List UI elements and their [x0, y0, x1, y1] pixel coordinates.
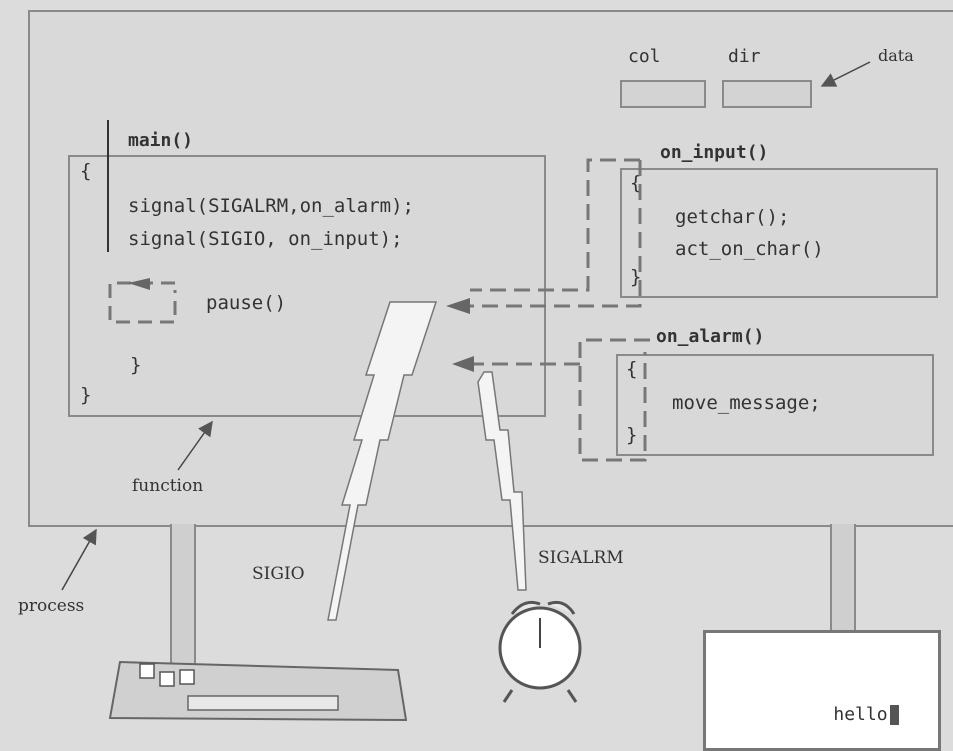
- process-pointer-arrow: [62, 530, 96, 590]
- on-input-dashed-path: [470, 160, 640, 290]
- on-alarm-arrow-icon: [452, 356, 474, 372]
- sigio-bolt-icon: [328, 302, 436, 620]
- sigalrm-bolt-icon: [478, 372, 526, 590]
- keyboard-device-icon: [110, 662, 406, 720]
- alarm-clock-icon: [500, 602, 580, 702]
- on-alarm-dashed-path: [580, 340, 650, 460]
- on-input-dashed-return: [470, 160, 640, 306]
- function-pointer-arrow: [178, 422, 212, 470]
- pause-loop-arrow-icon: [128, 278, 150, 290]
- pause-loop-dashed: [110, 283, 175, 322]
- data-pointer-arrow: [822, 62, 870, 86]
- on-input-arrow-icon: [446, 298, 470, 314]
